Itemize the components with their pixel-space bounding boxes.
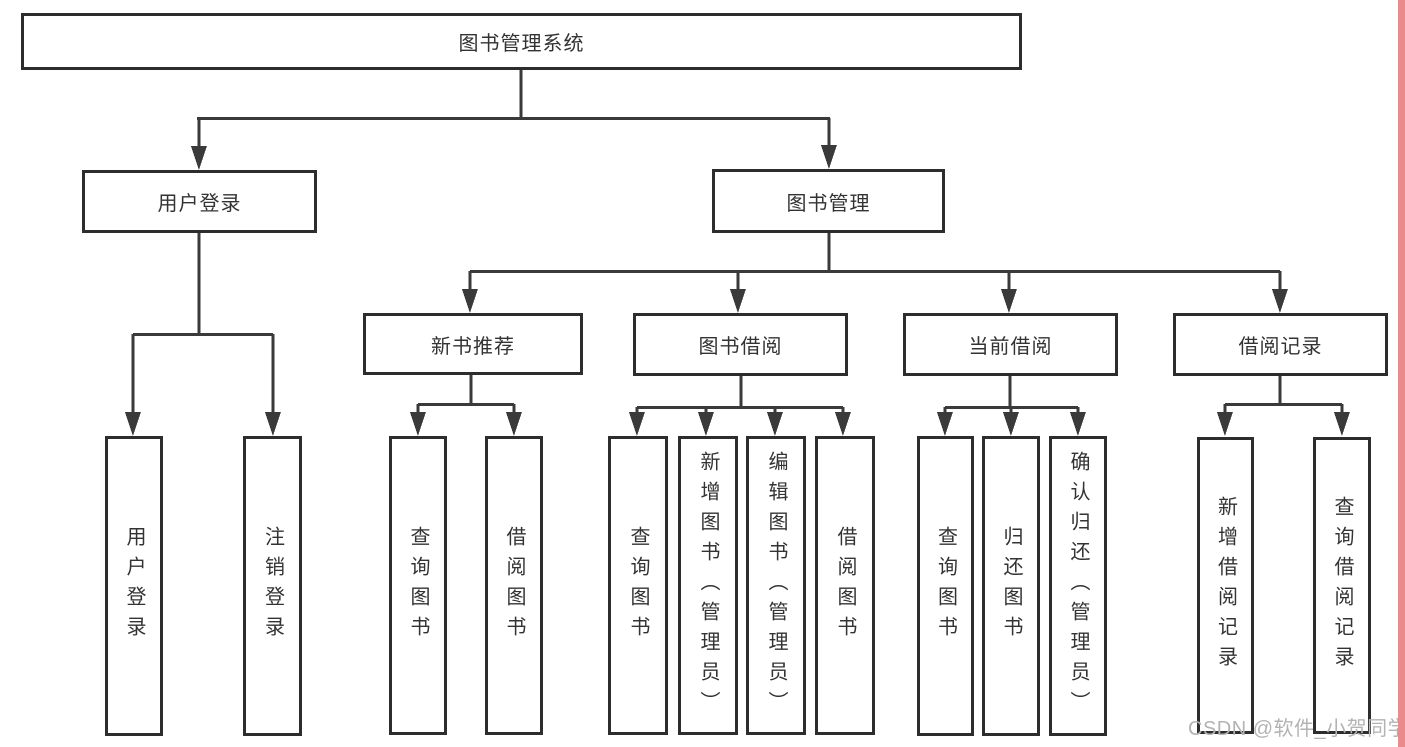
right-edge-strip bbox=[1398, 0, 1405, 747]
leaf-edit-books-admin: 编辑图书（管理员） bbox=[746, 436, 806, 735]
node-current-borrow: 当前借阅 bbox=[903, 313, 1118, 376]
leaf-return-books: 归还图书 bbox=[982, 436, 1040, 736]
node-book-management: 图书管理 bbox=[712, 169, 945, 233]
leaf-user-login: 用户登录 bbox=[105, 436, 163, 736]
leaf-logout: 注销登录 bbox=[243, 436, 302, 736]
leaf-borrow-books-recommend: 借阅图书 bbox=[485, 436, 543, 735]
csdn-watermark: CSDN @软件_小贺同学 bbox=[1188, 718, 1405, 740]
arrowhead-icons bbox=[125, 145, 1350, 436]
node-root-library-management-system: 图书管理系统 bbox=[21, 13, 1022, 70]
leaf-query-books-borrow: 查询图书 bbox=[608, 436, 668, 735]
node-new-book-recommend: 新书推荐 bbox=[363, 313, 583, 375]
leaf-confirm-return-admin: 确认归还（管理员） bbox=[1049, 436, 1107, 736]
node-borrow-records: 借阅记录 bbox=[1173, 313, 1388, 376]
leaf-query-books-current: 查询图书 bbox=[917, 436, 974, 736]
leaf-query-books-recommend: 查询图书 bbox=[389, 436, 447, 735]
leaf-borrow-books: 借阅图书 bbox=[815, 436, 875, 735]
leaf-query-borrow-record: 查询借阅记录 bbox=[1313, 437, 1371, 734]
leaf-add-books-admin: 新增图书（管理员） bbox=[678, 436, 738, 735]
leaf-add-borrow-record: 新增借阅记录 bbox=[1197, 437, 1254, 734]
node-user-login: 用户登录 bbox=[82, 170, 317, 233]
node-book-borrow: 图书借阅 bbox=[633, 313, 848, 376]
